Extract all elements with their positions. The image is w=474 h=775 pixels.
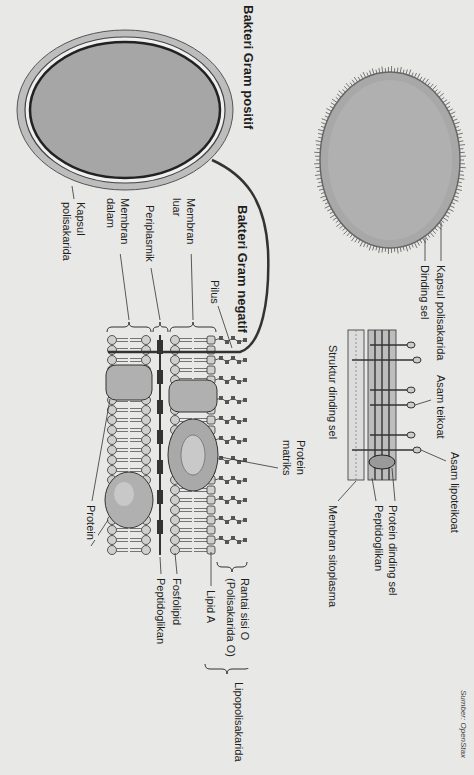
part-label: Membran luar xyxy=(170,198,198,254)
part-label: Struktur dinding sel xyxy=(326,345,340,439)
leader-lines xyxy=(72,186,278,586)
wall-structure xyxy=(348,330,421,480)
part-label: Pilus xyxy=(208,280,222,304)
part-label: Protein matriks xyxy=(280,440,308,490)
part-label: Membran dalam xyxy=(104,198,132,254)
part-label: Protein xyxy=(84,505,98,540)
part-label: Asam lipoteikoat xyxy=(448,452,462,533)
heading: Bakteri Gram negatif xyxy=(234,205,250,333)
part-label: Lipid A xyxy=(204,590,218,623)
part-label: Membran sitoplasma xyxy=(326,505,340,607)
part-label: Fosfolipid xyxy=(170,578,184,625)
part-label: Kapsul polisakarida xyxy=(60,202,88,272)
leader-lines xyxy=(338,222,446,501)
cell-body xyxy=(30,42,220,178)
part-label: Asam teikoat xyxy=(434,375,448,439)
capsule xyxy=(17,30,233,190)
part-label: Peptidoglikan xyxy=(372,505,386,571)
part-label: Kapsul polisakarida xyxy=(434,265,448,360)
heading: Bakteri Gram positif xyxy=(240,5,256,129)
outer-membrane xyxy=(25,37,225,183)
cytoplasm xyxy=(328,80,452,240)
membrane-proteins xyxy=(105,365,218,528)
part-label: Protein dinding sel xyxy=(386,505,400,596)
pilus xyxy=(108,160,268,352)
source-note: Sumber: OpenStax xyxy=(458,690,468,758)
part-label: Dinding sel xyxy=(418,265,432,319)
part-label: Lipopolisakarida xyxy=(232,682,246,762)
peptidoglycan-bars xyxy=(157,340,163,534)
cell-body xyxy=(320,72,460,248)
part-label: Rantai sisi O (Polisakarida O) xyxy=(224,578,252,668)
capsule-spikes xyxy=(314,66,466,254)
part-label: Periplasmik xyxy=(143,205,157,262)
part-label: Peptidoglikan xyxy=(154,578,168,644)
